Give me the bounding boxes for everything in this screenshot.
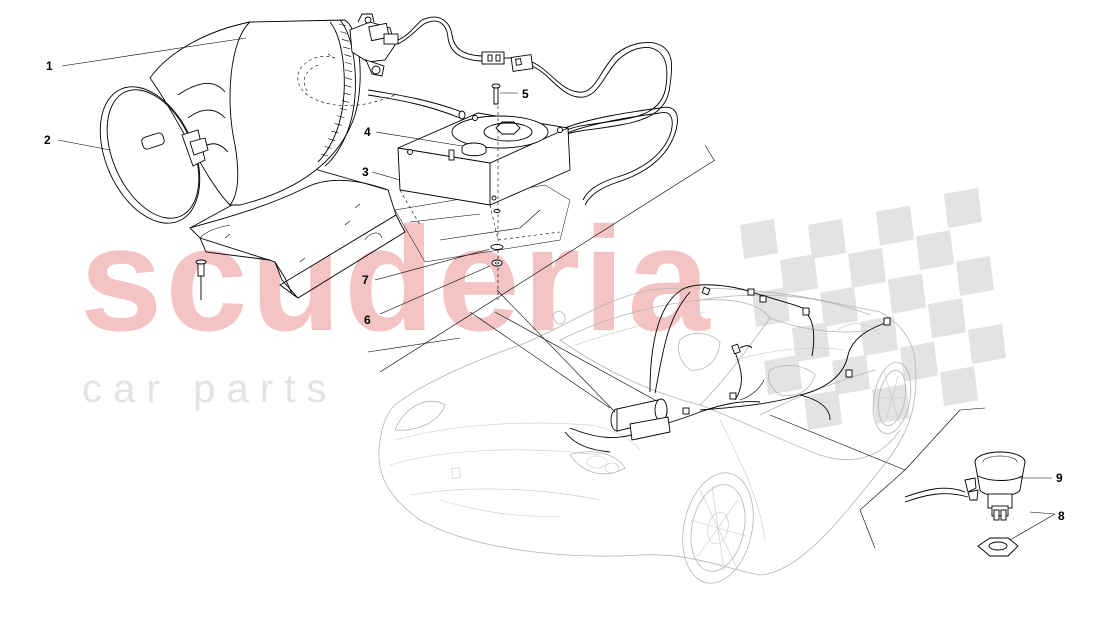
car-wiring-harness xyxy=(564,284,891,453)
callout-6: 6 xyxy=(364,313,371,327)
screw-washer-nut xyxy=(490,83,504,267)
flag-square xyxy=(944,188,982,229)
serration-tick xyxy=(334,123,342,126)
callout-5: 5 xyxy=(522,87,529,101)
flag-square xyxy=(820,286,858,327)
installed-extinguisher xyxy=(610,398,671,441)
flag-square xyxy=(940,366,978,407)
serration-tick xyxy=(343,46,351,50)
flag-square xyxy=(808,218,846,259)
valve-cable xyxy=(397,16,678,206)
flag-square xyxy=(860,315,898,356)
watermark-brand: scuderia xyxy=(80,197,713,362)
checkered-flag-watermark xyxy=(740,188,1006,431)
control-unit-box xyxy=(397,100,571,300)
callout-2: 2 xyxy=(44,133,51,147)
callout-8: 8 xyxy=(1058,509,1065,523)
flag-square xyxy=(804,390,842,431)
serration-tick xyxy=(337,115,345,119)
serration-tick xyxy=(344,77,353,80)
callout-9: 9 xyxy=(1056,471,1063,485)
flag-square xyxy=(740,219,778,259)
flag-square xyxy=(876,205,914,246)
serration-tick xyxy=(338,23,347,27)
callout-leaders xyxy=(57,37,1056,541)
flag-square xyxy=(848,247,886,288)
mounting-bracket xyxy=(189,164,571,299)
flag-square xyxy=(900,341,938,382)
valve-head xyxy=(349,13,399,77)
flag-square xyxy=(780,254,818,295)
manual-release-button xyxy=(904,451,1026,557)
serration-tick xyxy=(339,107,347,111)
bracket-pin xyxy=(195,259,207,300)
serration-tick xyxy=(344,54,352,57)
serration-tick xyxy=(341,100,349,103)
ring-clamp xyxy=(99,86,209,224)
serration-tick xyxy=(345,69,353,73)
flag-square xyxy=(792,322,830,363)
watermark-subtitle: c a r p a r t s xyxy=(82,367,327,411)
serration-tick xyxy=(344,84,352,88)
callout-7: 7 xyxy=(362,273,369,287)
flag-square xyxy=(888,273,926,314)
serration-tick xyxy=(328,138,336,141)
serration-tick xyxy=(340,31,348,34)
serration-tick xyxy=(331,130,339,134)
serration-tick xyxy=(320,153,329,157)
flag-square xyxy=(928,298,966,339)
callout-3: 3 xyxy=(362,165,369,179)
callout-4: 4 xyxy=(364,125,371,139)
flag-square xyxy=(956,256,994,297)
flag-square xyxy=(968,324,1006,365)
serration-tick xyxy=(324,146,332,149)
serration-tick xyxy=(341,39,350,42)
exploded-view-leaders xyxy=(367,144,986,549)
flag-square xyxy=(916,230,954,271)
flag-square xyxy=(764,355,802,395)
callout-1: 1 xyxy=(46,59,53,73)
serration-tick xyxy=(343,92,351,96)
flag-square xyxy=(752,287,790,327)
car-outline xyxy=(378,287,917,584)
serration-tick xyxy=(344,61,352,65)
callout-labels: 1 2 3 4 5 6 7 8 9 xyxy=(44,59,1065,523)
